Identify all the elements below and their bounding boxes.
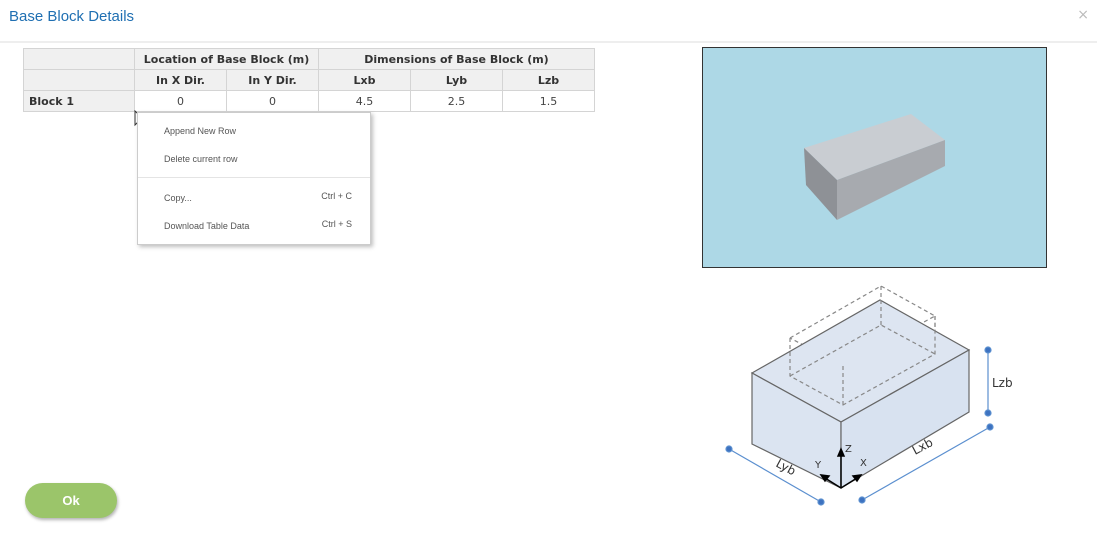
- menu-item-copy[interactable]: Copy... Ctrl + C: [164, 191, 352, 203]
- context-menu: Append New Row Delete current row Copy..…: [137, 112, 371, 245]
- label-lzb: Lzb: [992, 376, 1013, 390]
- table-cell[interactable]: 2.5: [410, 90, 503, 112]
- menu-item-label: Append New Row: [164, 126, 237, 136]
- base-block-table: Location of Base Block (m) Dimensions of…: [23, 48, 595, 112]
- menu-item-label: Download Table Data: [164, 221, 250, 231]
- group-header-dimensions: Dimensions of Base Block (m): [318, 48, 595, 70]
- axis-z-label: Z: [845, 444, 852, 455]
- menu-separator: [138, 177, 370, 178]
- menu-shortcut: Ctrl + C: [321, 191, 352, 201]
- column-header: Lzb: [502, 69, 595, 91]
- base-block-diagram: Lzb Lxb Lyb Z X Y: [725, 285, 1013, 506]
- 3d-viewport[interactable]: [702, 47, 1047, 268]
- table-cell[interactable]: 1.5: [502, 90, 595, 112]
- menu-item-label: Copy...: [164, 193, 192, 203]
- menu-item-label: Delete current row: [164, 154, 238, 164]
- table-cell[interactable]: 0: [134, 90, 227, 112]
- close-icon[interactable]: ×: [1077, 7, 1089, 23]
- column-header: In Y Dir.: [226, 69, 319, 91]
- header-divider: [0, 41, 1097, 43]
- corner-cell: [23, 48, 135, 70]
- table-cell[interactable]: 0: [226, 90, 319, 112]
- menu-item-delete-row[interactable]: Delete current row: [164, 154, 352, 164]
- row-header[interactable]: Block 1: [23, 90, 135, 112]
- 3d-block-model: [804, 114, 945, 220]
- menu-item-append-row[interactable]: Append New Row: [164, 126, 352, 136]
- menu-shortcut: Ctrl + S: [321, 219, 352, 229]
- corner-cell: [23, 69, 135, 91]
- group-header-location: Location of Base Block (m): [134, 48, 319, 70]
- table-cell[interactable]: 4.5: [318, 90, 411, 112]
- menu-item-download[interactable]: Download Table Data Ctrl + S: [164, 219, 352, 231]
- ok-button[interactable]: Ok: [25, 483, 117, 518]
- dialog-title: Base Block Details: [9, 8, 135, 25]
- table-row: Block 1 0 0 4.5 2.5 1.5: [23, 90, 595, 112]
- column-header: In X Dir.: [134, 69, 227, 91]
- axis-y-label: Y: [814, 460, 822, 471]
- column-header: Lyb: [410, 69, 503, 91]
- axis-x-label: X: [860, 458, 867, 469]
- column-header: Lxb: [318, 69, 411, 91]
